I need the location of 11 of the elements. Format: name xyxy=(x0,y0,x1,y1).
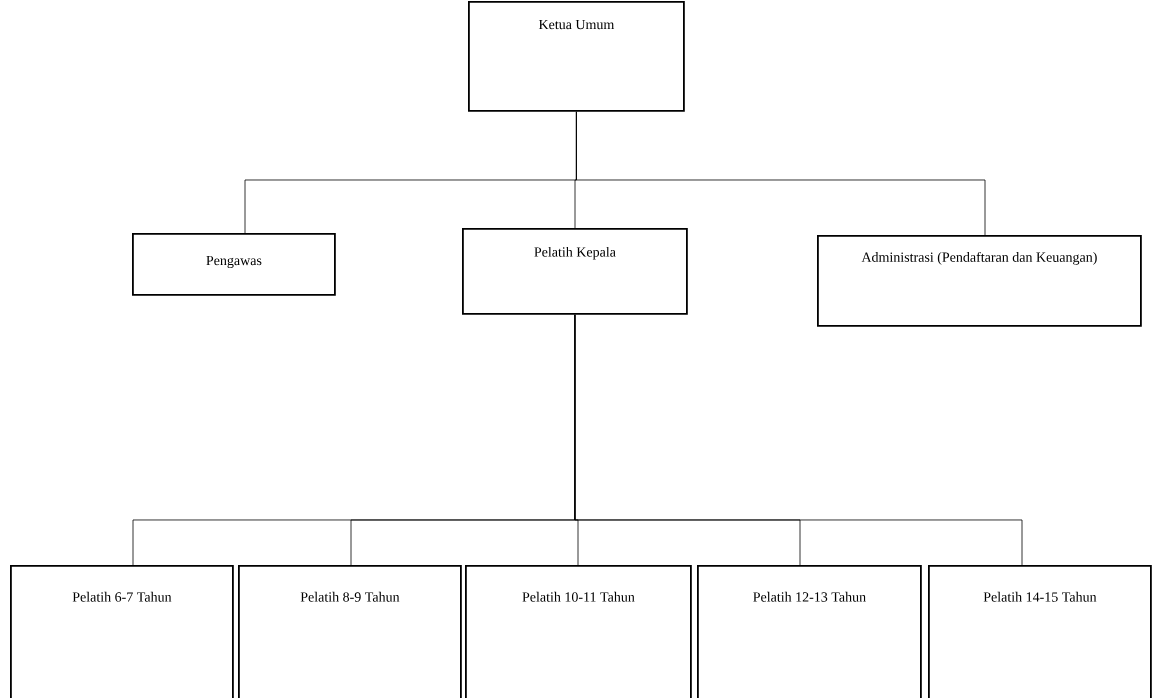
org-box: Pelatih 8-9 Tahun xyxy=(238,565,462,698)
org-box: Ketua Umum xyxy=(468,1,685,112)
org-box: Pelatih 6-7 Tahun xyxy=(10,565,234,698)
org-box: Pelatih Kepala xyxy=(462,228,688,315)
connector-line xyxy=(576,111,986,236)
connector-line xyxy=(574,314,1023,566)
org-box: Pelatih 10-11 Tahun xyxy=(465,565,692,698)
org-box: Pengawas xyxy=(132,233,336,296)
org-box: Administrasi (Pendaftaran dan Keuangan) xyxy=(817,235,1142,327)
org-box: Pelatih 12-13 Tahun xyxy=(697,565,922,698)
org-box: Pelatih 14-15 Tahun xyxy=(928,565,1152,698)
